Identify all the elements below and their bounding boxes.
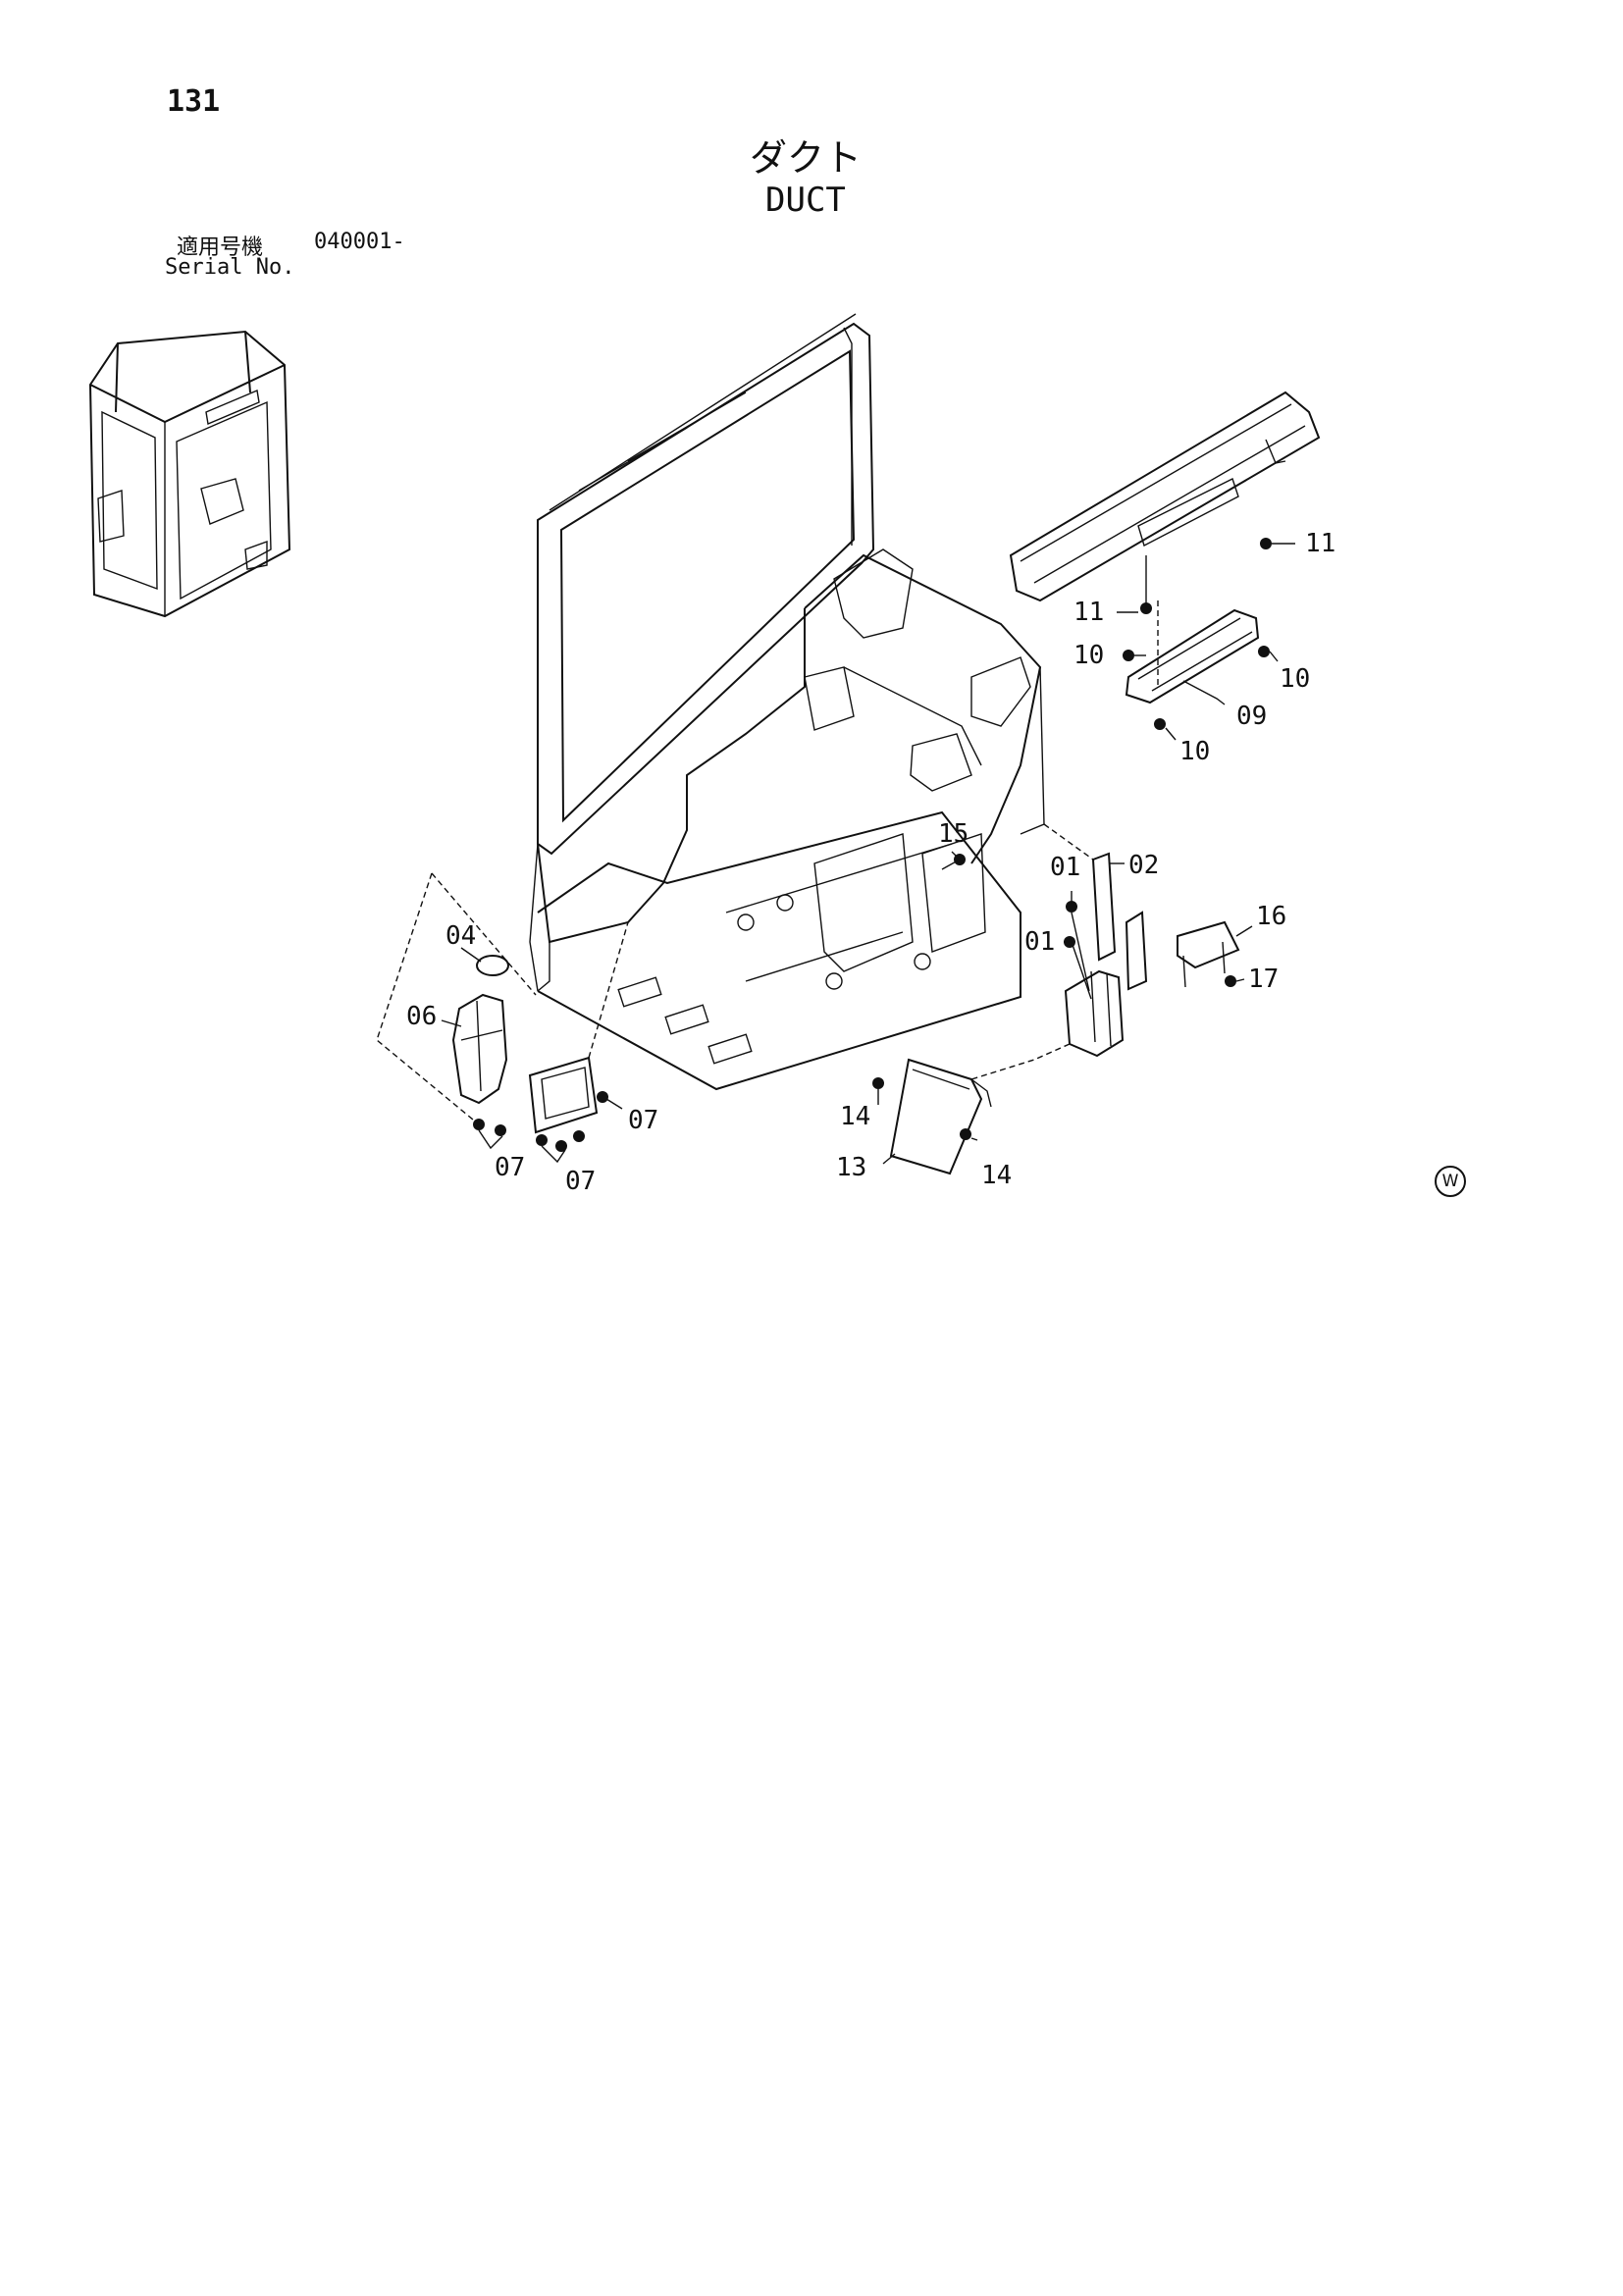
callout-09: 09 [1236,702,1267,731]
callout-11-upper: 11 [1305,529,1335,558]
title-japanese: ダクト [750,136,863,180]
callout-17: 17 [1248,965,1279,994]
duct-02 [1064,852,1148,1058]
circled-w-mark: W [1435,1166,1466,1197]
callout-02: 02 [1128,851,1159,880]
serial-label-english: Serial No. [165,255,295,280]
callout-15: 15 [938,819,969,849]
page-number: 131 [167,84,221,119]
serial-label-japanese: 適用号機 [177,235,264,260]
callout-01-upper: 01 [1050,853,1080,882]
duct-13 [889,1058,992,1175]
callout-07-middle: 07 [565,1167,596,1196]
callout-14-right: 14 [981,1161,1012,1190]
callout-07-right: 07 [628,1106,658,1135]
callout-14-left: 14 [840,1102,870,1131]
duct-06 [451,993,508,1105]
callout-10-bottom: 10 [1179,737,1210,766]
callout-01-lower: 01 [1024,927,1055,957]
cab-frame [529,313,1045,1091]
bolts [473,538,1272,1152]
callout-07-left: 07 [495,1153,525,1182]
callout-10-right: 10 [1280,664,1310,694]
serial-number-value: 040001- [314,230,405,254]
callout-labels: 11 11 10 10 10 09 15 01 02 01 16 17 04 0… [406,529,1335,1196]
callout-06: 06 [406,1002,437,1031]
cover-plate [528,1056,599,1134]
title-english: DUCT [765,181,846,220]
duct-09 [1125,608,1260,704]
callout-13: 13 [836,1153,866,1182]
cab-thumbnail [88,330,291,618]
leader-lines [376,543,1295,1165]
cover-16 [1177,920,1240,988]
callout-10-left: 10 [1073,641,1104,670]
cap-04 [476,955,509,976]
callout-11-lower: 11 [1073,598,1104,627]
callout-16: 16 [1256,902,1286,931]
callout-04: 04 [445,921,476,951]
roof-duct [1009,391,1321,602]
